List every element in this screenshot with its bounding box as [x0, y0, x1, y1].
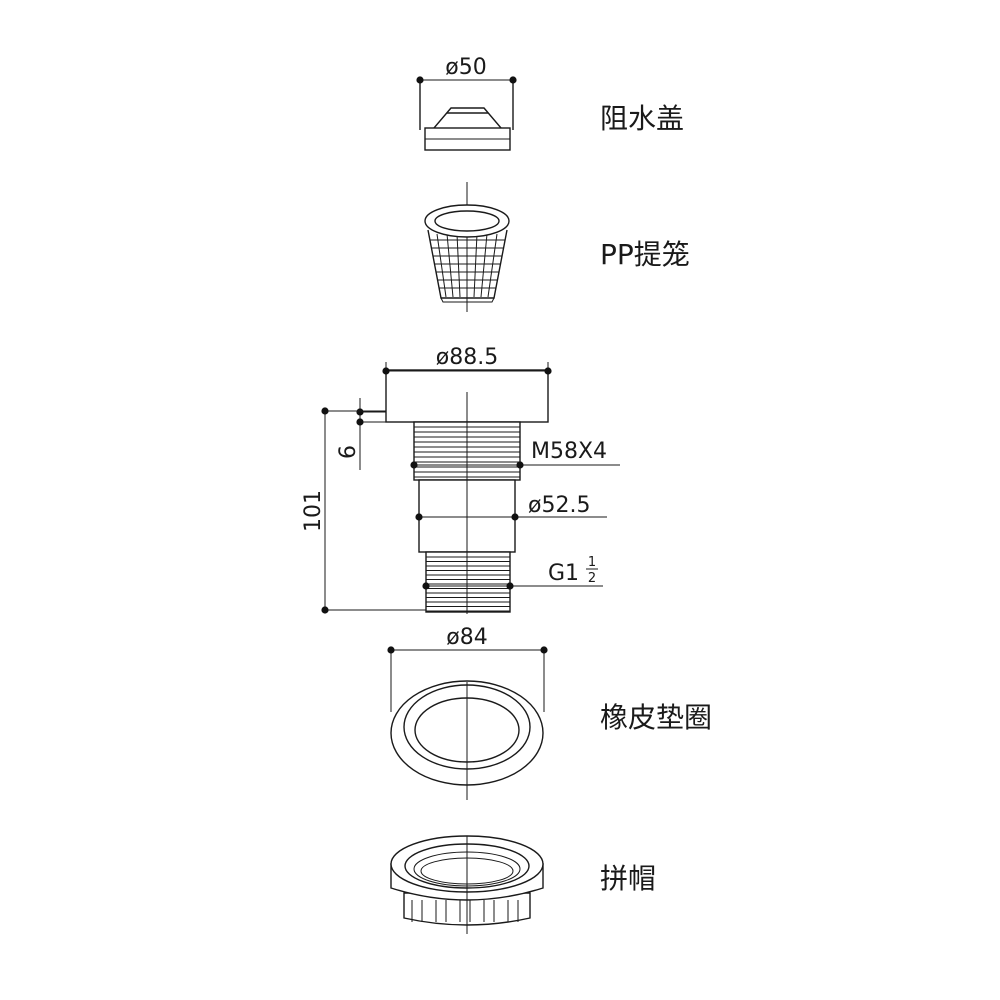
cap-diameter-label: ø50 [445, 55, 486, 80]
dim-dot [416, 76, 424, 84]
water-stop-cap-label: 阻水盖 [600, 102, 684, 135]
pp-basket-label: PP提笼 [600, 238, 690, 271]
dim-dot [356, 408, 364, 416]
thread-m-label: M58X4 [531, 439, 607, 464]
flange-diameter-label: ø88.5 [436, 345, 498, 370]
flange-thickness-label: 6 [336, 445, 361, 459]
dim-dot [511, 513, 519, 521]
dim-dot [506, 582, 514, 590]
mesh-line [456, 233, 461, 298]
mesh-line [480, 233, 488, 298]
gasket-diameter-label: ø84 [446, 625, 487, 650]
water-stop-cap: ø50 [416, 55, 517, 151]
mesh-line [446, 233, 454, 298]
basket-mesh [429, 233, 506, 298]
pp-basket [424, 182, 510, 312]
dim-dot [544, 367, 552, 375]
drain-body: ø88.5 M58X4 ø52.5 G1 1 2 6 [301, 345, 620, 614]
dim-dot [321, 407, 329, 415]
dim-dot [321, 606, 329, 614]
body-diameter-label: ø52.5 [528, 493, 590, 518]
dim-dot [387, 646, 395, 654]
lock-nut [390, 835, 544, 934]
dim-dot [356, 418, 364, 426]
dim-dot [415, 513, 423, 521]
dim-dot [516, 461, 524, 469]
thread-g-label: G1 [548, 561, 579, 586]
nut-teeth [411, 900, 519, 922]
mesh-line [436, 233, 447, 298]
thread-g-numerator: 1 [588, 555, 596, 570]
mesh-line [473, 233, 478, 298]
total-height-label: 101 [301, 490, 326, 532]
rubber-gasket: ø84 [387, 625, 548, 800]
dim-dot [382, 367, 390, 375]
dim-dot [410, 461, 418, 469]
dim-dot [540, 646, 548, 654]
mesh-line [487, 233, 498, 298]
lock-nut-label: 拼帽 [600, 862, 656, 895]
rubber-gasket-label: 橡皮垫圈 [600, 701, 712, 734]
lower-thread [426, 556, 510, 612]
thread-g-denominator: 2 [588, 571, 596, 586]
dim-dot [509, 76, 517, 84]
dim-dot [422, 582, 430, 590]
